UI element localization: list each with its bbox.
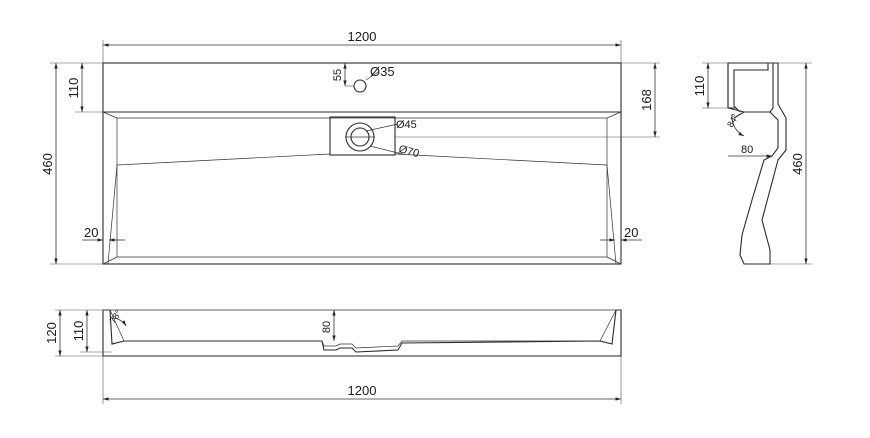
dim-side-angle: 84° [725, 112, 741, 129]
basin-bowl [116, 117, 608, 258]
dim-drain-outer: Ø70 [397, 143, 420, 160]
basin-outline [102, 62, 622, 265]
dim-tap-offset: 110 [66, 78, 81, 99]
dim-side-right: 20 [624, 225, 638, 240]
slope-line-left [116, 153, 331, 166]
dim-side-110: 110 [692, 76, 707, 97]
dim-side-460: 460 [790, 153, 805, 175]
side-view: 110 460 84° 80 [692, 62, 812, 265]
slope-line-right [394, 153, 608, 166]
dim-front-80: 80 [321, 321, 333, 333]
drain-recess [329, 116, 396, 156]
dim-drain-back: 168 [639, 89, 654, 111]
dim-front-120: 120 [44, 322, 59, 344]
dim-front-110: 110 [71, 321, 86, 342]
dim-tap-dia: Ø35 [370, 64, 395, 79]
dim-front-width: 1200 [348, 383, 377, 398]
front-section [102, 309, 622, 357]
top-view: 1200 460 110 55 Ø35 Ø45 Ø70 168 20 [40, 29, 660, 265]
dim-depth-top: 460 [40, 153, 55, 175]
side-section [727, 62, 787, 265]
tap-hole [353, 79, 367, 93]
dim-drain-inner: Ø45 [396, 119, 417, 131]
front-view: 120 110 78° 80 1200 [44, 308, 622, 404]
dim-side-80: 80 [741, 144, 753, 156]
dim-width-top: 1200 [348, 29, 377, 44]
dim-side-left: 20 [84, 225, 98, 240]
dim-tap-55: 55 [332, 69, 344, 81]
